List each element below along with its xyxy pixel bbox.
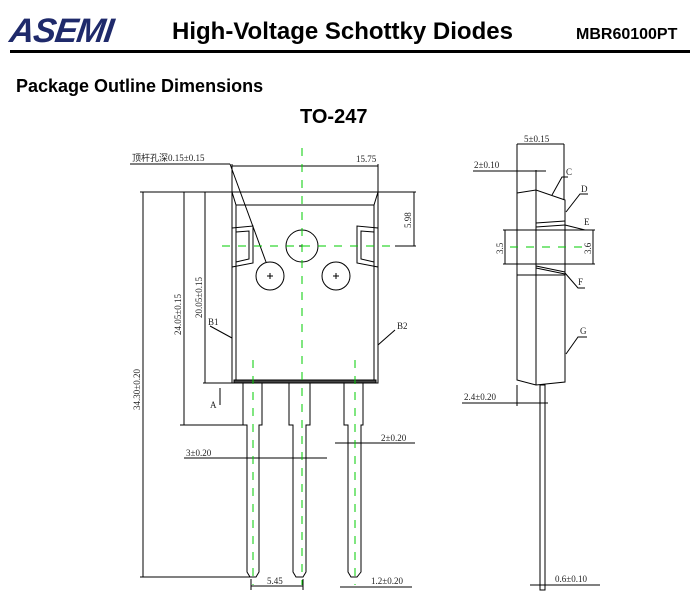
header-divider bbox=[10, 50, 690, 53]
label-b2: B2 bbox=[397, 321, 408, 331]
dim-hole-right: 3.6 bbox=[583, 242, 593, 254]
section-title: Package Outline Dimensions bbox=[16, 76, 264, 96]
label-b1: B1 bbox=[208, 317, 219, 327]
label-c: C bbox=[566, 167, 572, 177]
front-view bbox=[130, 143, 600, 591]
dim-tab-thickness: 2±0.10 bbox=[474, 160, 500, 170]
label-g: G bbox=[580, 326, 587, 336]
dim-width: 15.75 bbox=[356, 154, 377, 164]
label-f: F bbox=[578, 277, 583, 287]
dim-hole-offset: 5.98 bbox=[403, 212, 413, 228]
dim-lead-width: 1.2±0.20 bbox=[371, 576, 403, 586]
dim-lead-wide: 3±0.20 bbox=[186, 448, 212, 458]
label-d: D bbox=[581, 184, 588, 194]
document-title: High-Voltage Schottky Diodes bbox=[172, 18, 513, 45]
centerlines bbox=[222, 148, 585, 585]
dim-body-height: 20.05±0.15 bbox=[194, 277, 204, 318]
ejector-note: 顶杆孔深0.15±0.15 bbox=[132, 152, 205, 163]
dim-total-length: 34.30±0.20 bbox=[132, 369, 142, 410]
dim-lead-thickness: 0.6±0.10 bbox=[555, 574, 587, 584]
dim-hole-left: 3.5 bbox=[495, 242, 505, 254]
dim-pitch: 5.45 bbox=[267, 576, 283, 586]
package-name: TO-247 bbox=[300, 106, 368, 128]
dimension-labels: 顶杆孔深0.15±0.15 15.75 5.98 20.05±0.15 24.0… bbox=[132, 134, 593, 586]
label-a: A bbox=[210, 400, 217, 410]
dim-thickness: 5±0.15 bbox=[524, 134, 550, 144]
dim-shoulder: 24.05±0.15 bbox=[173, 294, 183, 335]
dim-lead-mid: 2±0.20 bbox=[381, 433, 407, 443]
label-e: E bbox=[584, 217, 590, 227]
dim-lead-offset: 2.4±0.20 bbox=[464, 392, 496, 402]
part-number: MBR60100PT bbox=[576, 26, 678, 43]
